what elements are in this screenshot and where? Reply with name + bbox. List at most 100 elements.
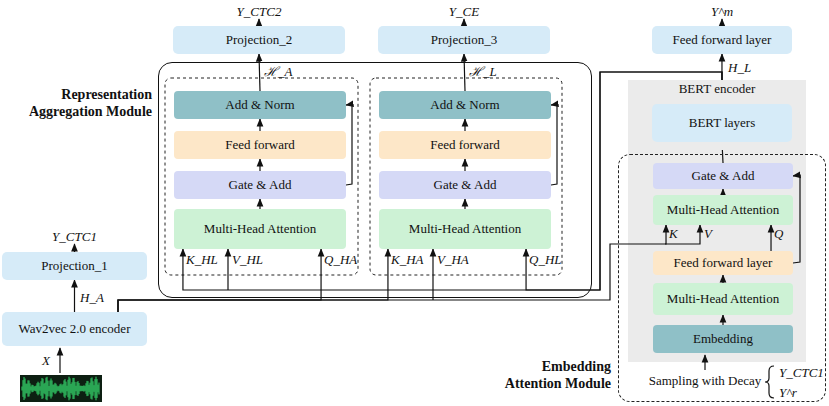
waveform-stroke <box>69 377 70 401</box>
waveform-stroke <box>43 379 44 399</box>
waveform-stroke <box>62 385 63 392</box>
waveform-stroke <box>86 383 87 394</box>
waveform-stroke <box>40 386 41 390</box>
process-box: Feed forward <box>379 131 551 159</box>
process-box: Feed forward layer <box>652 26 792 54</box>
waveform-stroke <box>26 384 27 394</box>
signal-name: Y^m <box>711 5 733 18</box>
process-box: Gate & Add <box>653 163 793 189</box>
waveform-stroke <box>57 386 58 392</box>
waveform-stroke <box>81 386 82 392</box>
waveform-stroke <box>70 378 71 398</box>
box-label: Multi-Head Attention <box>379 222 551 237</box>
waveform-stroke <box>73 378 74 399</box>
dashed-block <box>370 78 562 275</box>
value-branch <box>227 249 228 290</box>
waveform-stroke <box>35 386 36 391</box>
signal-name: Q <box>774 227 783 240</box>
waveform-stroke <box>90 383 91 395</box>
waveform-stroke <box>46 378 47 400</box>
waveform-stroke <box>52 380 53 396</box>
connector-arrow <box>722 275 723 283</box>
box-label: Gate & Add <box>174 178 346 193</box>
box-label: Feed forward <box>174 138 346 153</box>
waveform-stroke <box>36 386 37 392</box>
waveform-stroke <box>48 381 49 397</box>
box-label: Multi-Head Attention <box>653 292 793 307</box>
waveform-stroke <box>49 386 50 391</box>
waveform-stroke <box>76 386 77 391</box>
connector-arrow <box>770 225 771 251</box>
process-box: Add & Norm <box>379 91 551 119</box>
box-label: Wav2vec 2.0 encoder <box>2 322 147 337</box>
process-box: Multi-Head Attention <box>379 209 551 249</box>
waveform-stroke <box>84 385 85 391</box>
waveform-stroke <box>23 380 24 397</box>
value-branch <box>665 225 700 244</box>
connector-arrow <box>118 249 321 312</box>
connector-arrow <box>464 199 465 209</box>
waveform-stroke <box>88 381 89 396</box>
waveform-stroke <box>85 386 86 391</box>
signal-name: H_L <box>728 61 751 74</box>
waveform-stroke <box>27 384 28 394</box>
waveform-stroke <box>54 384 55 392</box>
waveform-stroke <box>53 385 54 393</box>
waveform-stroke <box>93 381 94 396</box>
waveform-stroke <box>66 382 67 396</box>
waveform-stroke <box>82 386 83 391</box>
waveform-stroke <box>59 386 60 391</box>
output-arrow <box>258 19 259 26</box>
waveform-stroke <box>98 385 99 393</box>
output-arrow <box>463 19 464 26</box>
signal-name: ℋ_A <box>264 65 292 78</box>
module-frame: Representation Aggregation ModuleAdd & N… <box>158 62 592 298</box>
signal-name: X <box>42 354 50 367</box>
signal-name: Q_HA <box>324 253 357 266</box>
waveform-stroke <box>71 384 72 393</box>
waveform-stroke <box>77 382 78 395</box>
waveform <box>22 377 99 401</box>
connector-arrow <box>259 119 260 131</box>
signal-name: Q_HL <box>529 253 562 266</box>
waveform-stroke <box>87 381 88 396</box>
waveform-ground <box>20 375 102 402</box>
waveform-stroke <box>51 378 52 398</box>
process-box: Feed forward <box>174 131 346 159</box>
waveform-stroke <box>64 380 65 396</box>
waveform-stroke <box>60 384 61 392</box>
connector-arrow <box>722 315 723 325</box>
waveform-stroke <box>56 384 57 394</box>
box-label: Multi-Head Attention <box>174 222 346 237</box>
box-label: Projection_1 <box>2 259 147 274</box>
waveform-stroke <box>50 381 51 397</box>
waveform-stroke <box>63 384 64 393</box>
waveform-stroke <box>78 381 79 396</box>
signal-name: K_HA <box>391 253 424 266</box>
process-box: Wav2vec 2.0 encoder <box>2 312 147 346</box>
connector-arrow <box>74 280 75 312</box>
waveform-stroke <box>92 377 93 399</box>
process-box: Gate & Add <box>174 171 346 199</box>
waveform-stroke <box>41 381 42 395</box>
encoder-band: BERT encoderBERT layers <box>628 80 806 150</box>
value-branch <box>432 249 433 300</box>
input-arrow <box>59 348 60 373</box>
box-label: Add & Norm <box>174 98 346 113</box>
box-label: Projection_2 <box>173 33 345 48</box>
box-label: Feed forward <box>379 138 551 153</box>
waveform-stroke <box>72 382 73 394</box>
waveform-stroke <box>44 384 45 394</box>
waveform-stroke <box>42 378 43 399</box>
output-arrow <box>721 19 722 26</box>
bert-band <box>628 150 806 362</box>
box-label: Multi-Head Attention <box>653 203 793 218</box>
waveform-stroke <box>47 377 48 400</box>
input-note: Sampling with Decay <box>649 374 762 387</box>
module-heading: Embedding Attention Module <box>495 359 611 393</box>
waveform-stroke <box>31 386 32 390</box>
box-label: BERT encoder <box>628 82 806 97</box>
waveform-stroke <box>74 378 75 399</box>
signal-name: Y_CTC1 <box>779 366 824 379</box>
